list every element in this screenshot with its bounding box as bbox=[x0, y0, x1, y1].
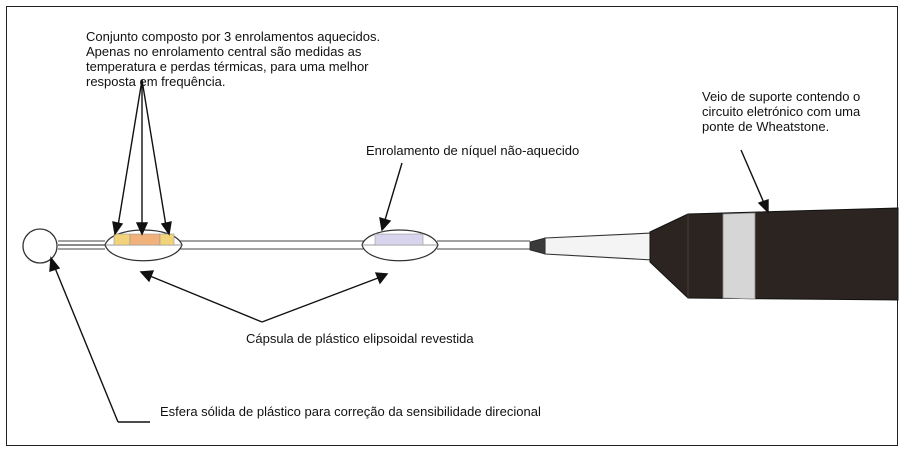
capsule-arrows bbox=[139, 270, 389, 323]
heated-winding-right bbox=[159, 233, 175, 246]
nickel-arrow bbox=[379, 162, 403, 232]
heated-winding-center bbox=[129, 233, 161, 246]
plastic-sphere bbox=[22, 228, 58, 264]
windings-arrows bbox=[112, 79, 172, 236]
windings-label-line-3: temperatura e perdas térmicas, para uma … bbox=[86, 59, 369, 74]
sphere-label: Esfera sólida de plástico para correção … bbox=[160, 404, 541, 419]
windings-label-line-4: resposta em frequência. bbox=[86, 74, 226, 89]
shaft-label-line-2: circuito eletrónico com uma bbox=[702, 104, 861, 119]
nickel-winding-label: Enrolamento de níquel não-aquecido bbox=[366, 143, 580, 158]
shaft-arrow bbox=[740, 149, 769, 214]
support-shaft bbox=[649, 207, 899, 301]
unheated-capsule bbox=[361, 229, 439, 262]
heated-capsule bbox=[104, 229, 183, 262]
probe-cone bbox=[529, 237, 546, 255]
windings-label-line-1: Conjunto composto por 3 enrolamentos aqu… bbox=[86, 29, 381, 44]
nickel-winding bbox=[374, 233, 424, 246]
windings-label-line-2: Apenas no enrolamento central são medida… bbox=[86, 44, 362, 59]
windings-label: Conjunto composto por 3 enrolamentos aqu… bbox=[86, 29, 380, 89]
shaft-label-line-1: Veio de suporte contendo o bbox=[702, 89, 861, 104]
probe-stem bbox=[544, 232, 654, 261]
sphere-leader bbox=[49, 256, 150, 423]
capsule-label: Cápsula de plástico elipsoidal revestida bbox=[246, 331, 474, 346]
shaft-label: Veio de suporte contendo o circuito elet… bbox=[702, 89, 860, 134]
shaft-label-line-3: ponte de Wheatstone. bbox=[702, 119, 830, 134]
heated-winding-left bbox=[113, 233, 131, 246]
